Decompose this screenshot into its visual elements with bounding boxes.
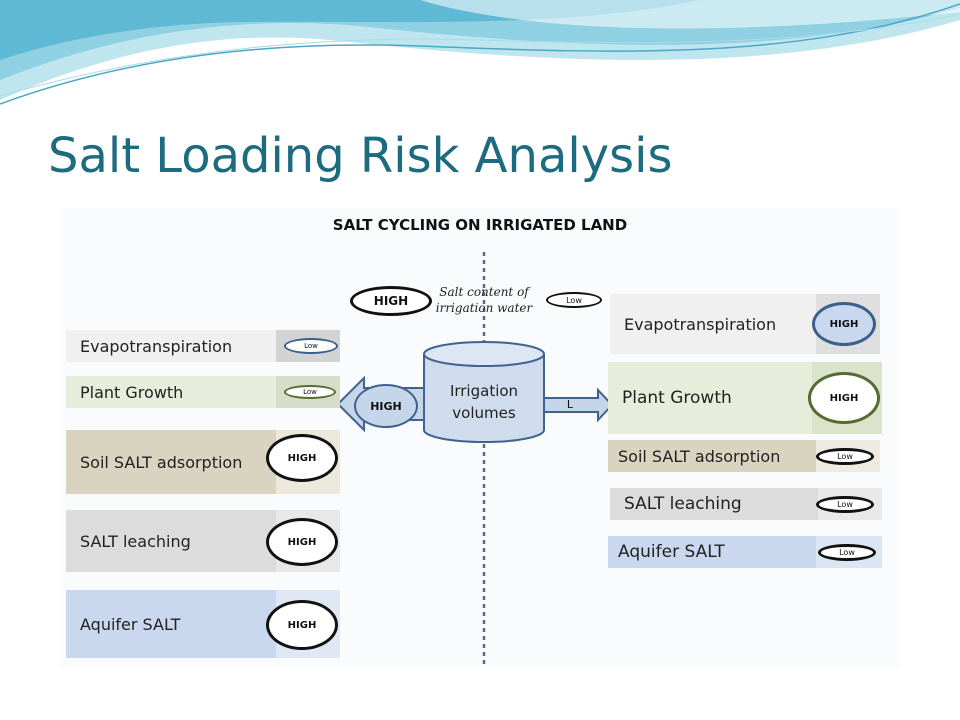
header-waves (0, 0, 960, 105)
left-arrow-high-oval: HIGH (354, 384, 418, 428)
left-aquifer-salt-box: Aquifer SALT HIGH (66, 590, 340, 658)
right-evapotranspiration-box: Evapotranspiration HIGH (610, 294, 880, 354)
right-soil-adsorption-box: Soil SALT adsorption Low (608, 440, 880, 472)
diagram-title: SALT CYCLING ON IRRIGATED LAND (332, 216, 628, 234)
irrigation-tank (423, 341, 545, 443)
salt-content-caption: Salt content of irrigation water (435, 285, 533, 315)
left-salt-leaching-box: SALT leaching HIGH (66, 510, 340, 572)
right-aquifer-level-oval: Low (818, 544, 876, 561)
left-evapotranspiration-box: Evapotranspiration Low (66, 330, 340, 362)
left-aquifer-level-oval: HIGH (266, 600, 338, 650)
right-evap-level-oval: HIGH (812, 302, 876, 346)
right-leach-level-oval: Low (816, 496, 874, 513)
right-arrow-label: L (566, 398, 574, 411)
salt-content-low-oval: Low (546, 292, 602, 308)
right-plant-level-oval: HIGH (808, 372, 880, 424)
right-salt-leaching-box: SALT leaching Low (610, 488, 882, 520)
slide-title: Salt Loading Risk Analysis (48, 128, 673, 184)
right-aquifer-salt-box: Aquifer SALT Low (608, 536, 882, 568)
tank-label: Irrigation volumes (449, 382, 519, 422)
left-leach-level-oval: HIGH (266, 518, 338, 566)
left-plant-growth-box: Plant Growth Low (66, 376, 340, 408)
right-arrow (541, 387, 614, 423)
right-soil-level-oval: Low (816, 448, 874, 465)
left-soil-level-oval: HIGH (266, 434, 338, 482)
salt-content-high-oval: HIGH (350, 286, 432, 316)
left-evap-level-oval: Low (284, 338, 338, 354)
right-plant-growth-box: Plant Growth HIGH (608, 362, 882, 434)
left-plant-level-oval: Low (284, 385, 336, 399)
left-soil-adsorption-box: Soil SALT adsorption HIGH (66, 430, 340, 494)
salt-cycling-diagram: SALT CYCLING ON IRRIGATED LAND HIGH Salt… (60, 208, 900, 668)
